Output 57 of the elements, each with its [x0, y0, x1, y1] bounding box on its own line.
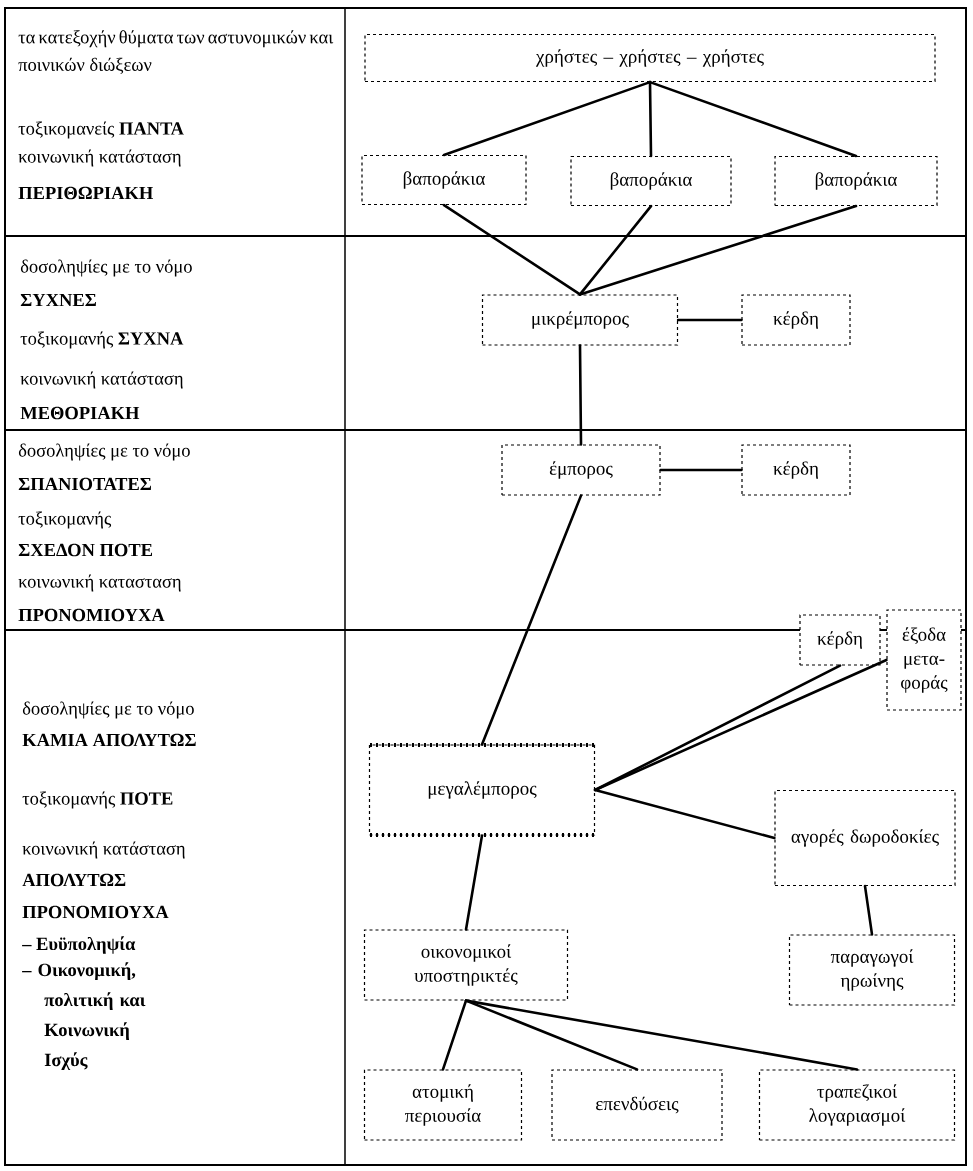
dashed-box: κέρδη [741, 294, 851, 346]
dashed-box: βαποράκια [774, 155, 938, 207]
connector-line [442, 203, 582, 296]
connector-line [863, 884, 874, 936]
cell-text: ΣΧΕΔΟΝ ΠΟΤΕ [18, 543, 153, 557]
cell-text: δοσοληψίες με το νόμο [22, 701, 194, 719]
connector-line [442, 80, 652, 157]
connector-line [593, 658, 888, 792]
dashed-box: έμπορος [501, 444, 661, 496]
connector-line [464, 999, 859, 1071]
cell-text: τοξικομανείς ΠΑΝΤΑ [18, 121, 184, 139]
starred-box: μεγαλέμπορος [368, 743, 596, 837]
cell-text: – Οικονομική, πολιτική και Κοινωνική Ισχύς [22, 962, 146, 1070]
cell-text: ΚΑΜΙΑ ΑΠΟΛΥΤΩΣ [22, 733, 196, 747]
connector-line [441, 999, 468, 1071]
dashed-box: βαποράκια [361, 154, 527, 206]
cell-text: ΠΡΟΝΟΜΙΟΥΧΑ [22, 905, 169, 919]
dashed-box: βαποράκια [570, 155, 732, 207]
dashed-box: μικρέμπορος [481, 294, 679, 346]
connector-line [659, 468, 743, 472]
connector-line [648, 80, 858, 158]
dashed-box: κέρδη [799, 614, 881, 666]
dashed-box: ατομική περιουσία [363, 1069, 523, 1141]
cell-text: ΣΠΑΝΙΟΤΑΤΕΣ [18, 477, 151, 491]
connector-line [578, 344, 583, 446]
cell-text: κοινωνική κατασταση [18, 574, 181, 592]
connector-line [480, 494, 583, 746]
cell-text: κοινωνική κατάσταση [20, 371, 183, 389]
cell-text: ΑΠΟΛΥΤΩΣ [22, 873, 126, 887]
connector-line [578, 204, 653, 296]
cell-text: τοξικομανής [18, 511, 112, 529]
dashed-box: αγορές δωροδοκίες [774, 789, 956, 887]
dashed-box: επενδύσεις [551, 1069, 723, 1141]
cell-text: τοξικομανής ΣΥΧΝΑ [20, 331, 184, 349]
dashed-box: χρήστες – χρήστες – χρήστες [364, 33, 936, 83]
cell-text: ΜΕΘΟΡΙΑΚΗ [20, 406, 140, 420]
connector-line [648, 80, 653, 158]
dashed-box: έξοδα μετα-φοράς [886, 609, 962, 711]
connector-line [464, 834, 484, 931]
cell-text: κοινωνική κατάσταση [18, 149, 181, 167]
cell-text: κοινωνική κατάσταση [22, 841, 185, 859]
connector-line [578, 204, 858, 296]
cell-text: – Ευϋποληψία [22, 936, 136, 954]
dashed-box: κέρδη [741, 444, 851, 496]
cell-text: τοξικομανής ΠΟΤΕ [22, 791, 173, 809]
cell-text: τα κατεξοχήν θύματα των αστυνομικών και ποινικών διώξεων [18, 30, 334, 75]
dashed-box: τραπεζικοί λογαριασμοί [758, 1069, 956, 1141]
cell-text: δοσοληψίες με το νόμο [18, 443, 190, 461]
cell-text: ΠΡΟΝΟΜΙΟΥΧΑ [18, 608, 165, 622]
dashed-box: παραγωγοί ηρωίνης [788, 934, 956, 1006]
connector-line [676, 318, 743, 322]
connector-line [593, 788, 776, 840]
cell-text: ΣΥΧΝΕΣ [20, 293, 96, 307]
connector-line [464, 999, 639, 1071]
dashed-box: οικονομικοί υποστηρικτές [363, 929, 569, 1001]
cell-text: ΠΕΡΙΘΩΡΙΑΚΗ [18, 186, 153, 200]
cell-text: δοσοληψίες με το νόμο [20, 259, 192, 277]
